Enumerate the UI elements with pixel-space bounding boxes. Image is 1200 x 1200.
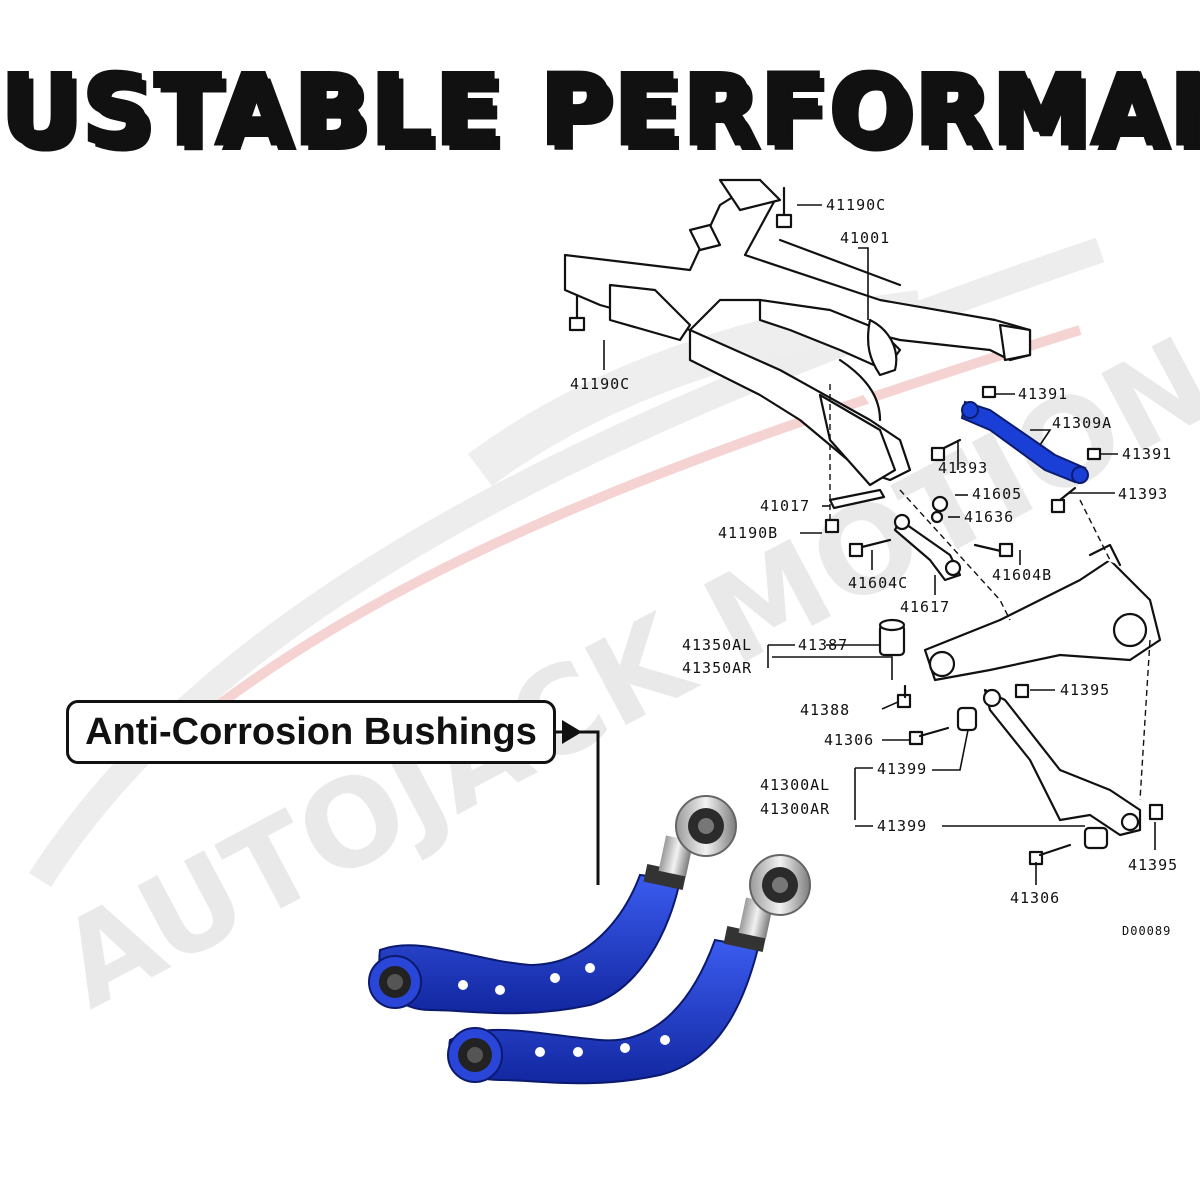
label-41393-b: 41393 [1118,485,1168,503]
label-41617: 41617 [900,598,950,616]
label-41190b: 41190B [718,524,778,542]
bolt-41190c-left [568,294,586,332]
label-41393-a: 41393 [938,459,988,477]
bushing-41387 [878,618,906,657]
label-41636: 41636 [964,508,1014,526]
label-41306-b: 41306 [1010,889,1060,907]
label-41300al: 41300AL [760,776,830,794]
highlighted-arm-41309a [960,400,1089,484]
label-41605: 41605 [972,485,1022,503]
label-41350al: 41350AL [682,636,752,654]
bolt-41190c-top [775,186,793,229]
label-41309a: 41309A [1052,414,1112,432]
link-41617 [893,513,962,582]
label-41306-a: 41306 [824,731,874,749]
label-41391-b: 41391 [1122,445,1172,463]
label-41604c: 41604C [848,574,908,592]
diagram-code: D00089 [1122,924,1171,938]
label-41391-a: 41391 [1018,385,1068,403]
bracket-41017 [828,488,886,510]
control-arm-front [447,854,811,1085]
title-shadow: ADJUSTABLE PERFORMANCE [0,60,1200,160]
small-fasteners [824,385,1164,866]
label-41399-a: 41399 [877,760,927,778]
label-41300ar: 41300AR [760,800,830,818]
label-41395-b: 41395 [1128,856,1178,874]
lower-arm-41300 [956,688,1142,850]
page-title: ADJUSTABLE PERFORMANCE ADJUSTABLE PERFOR… [0,53,1200,161]
label-41190c-top: 41190C [826,196,886,214]
label-41604b: 41604B [992,566,1052,584]
label-41350ar: 41350AR [682,659,752,677]
control-arm-back [368,795,737,1015]
label-41001: 41001 [840,229,890,247]
label-41190c-left: 41190C [570,375,630,393]
label-41017: 41017 [760,497,810,515]
label-41399-b: 41399 [877,817,927,835]
label-41395-a: 41395 [1060,681,1110,699]
label-41387: 41387 [798,636,848,654]
title-text: ADJUSTABLE PERFORMANCE [0,54,1200,160]
label-41388: 41388 [800,701,850,719]
rear-subframe [563,178,1032,487]
knuckle-41350 [923,543,1162,682]
callout-box: Anti-Corrosion Bushings [66,700,556,764]
title-outline: ADJUSTABLE PERFORMANCE [0,54,1200,160]
callout-label: Anti-Corrosion Bushings [85,710,537,753]
